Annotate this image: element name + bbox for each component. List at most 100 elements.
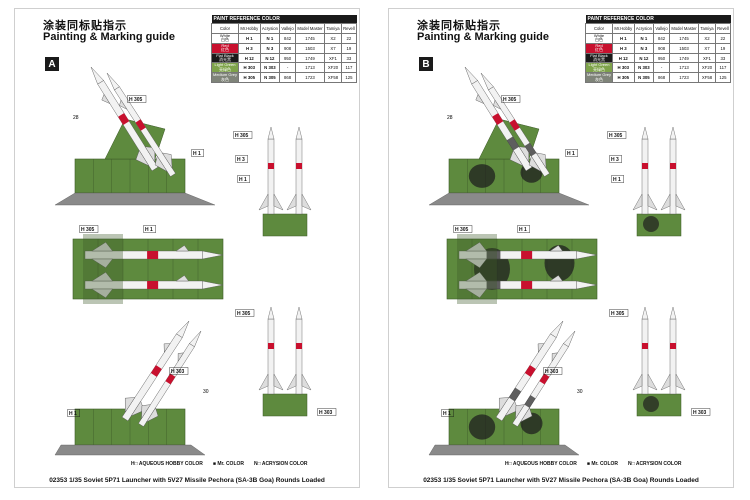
callout-h1: H 1 <box>145 227 153 233</box>
missile-fin <box>518 146 530 163</box>
front-fin <box>258 373 269 391</box>
sheet-b: 涂装同标贴指示 Painting & Marking guide B PAINT… <box>388 8 734 488</box>
color-name: Red <box>595 43 603 48</box>
color-name: Flat Black <box>590 53 608 58</box>
missile-red-band <box>521 281 533 289</box>
front-red-band <box>296 163 302 169</box>
callout-h1: H 1 <box>567 151 575 157</box>
sheet-a: 涂装同标贴指示 Painting & Marking guide A PAINT… <box>14 8 360 488</box>
color-name: Light Green <box>214 62 236 68</box>
callout-h305-box <box>453 225 473 233</box>
callout-h303-box <box>169 367 189 375</box>
callout-h305: H 305 <box>235 133 249 139</box>
missile-canard <box>175 245 189 252</box>
callout-h305: H 305 <box>503 97 517 103</box>
callout-h3: H 3 <box>611 157 619 163</box>
color-name: White <box>593 33 605 38</box>
callout-h305-box <box>609 309 629 317</box>
callout-h1: H 1 <box>69 411 77 417</box>
footer-caption: 02353 1/35 Soviet 5P71 Launcher with 5V2… <box>49 477 325 484</box>
front-missile-nose <box>669 126 677 140</box>
front-missile-body <box>669 138 677 215</box>
missile-red-band <box>118 113 130 125</box>
callout-h303: H 303 <box>545 369 559 375</box>
missile <box>84 241 224 269</box>
missile-fin <box>465 288 488 299</box>
missile-fin <box>135 150 150 167</box>
callout-h305: H 305 <box>609 133 623 139</box>
front-red-band <box>296 343 302 349</box>
missile-red-band <box>509 119 520 131</box>
missile-nose <box>464 66 478 85</box>
color-name-zh: 白色 <box>221 37 229 43</box>
front-fin <box>632 373 643 391</box>
front-fin <box>675 373 686 391</box>
paint-reference-table: PAINT REFERENCE COLOR Color Mr.Hobby Acr… <box>584 15 732 84</box>
missile-nose <box>106 72 120 91</box>
missile-fin <box>528 155 542 172</box>
front-fin <box>273 373 284 391</box>
missile-nose <box>576 250 598 260</box>
missile-fin <box>144 146 156 163</box>
col-header: Model Master <box>294 23 326 34</box>
front-missile-body <box>267 138 275 215</box>
callout-h305-box <box>235 309 255 317</box>
missile-fin <box>125 397 136 413</box>
missile-fin <box>91 288 114 299</box>
missile-nose <box>90 66 104 85</box>
front-red-band <box>268 343 274 349</box>
front-missile-nose <box>669 306 677 320</box>
missile-canard <box>549 275 563 282</box>
missile <box>458 271 598 299</box>
model-master-code: 1723 <box>668 72 700 84</box>
callout-h305-box <box>233 131 253 139</box>
legend-acrysion: N□ ACRYSION COLOR <box>254 461 308 467</box>
front-fin <box>301 373 312 391</box>
paint-reference-table: PAINT REFERENCE COLOR Color Mr.Hobby Acr… <box>210 15 358 84</box>
color-name-zh: 红色 <box>221 47 229 53</box>
front-red-band <box>642 163 648 169</box>
outrigger <box>54 444 206 456</box>
front-missile-nose <box>295 126 303 140</box>
missile <box>495 320 564 422</box>
camo-patch <box>643 396 659 412</box>
callout-h1-box <box>143 225 157 233</box>
front-fin <box>286 373 297 391</box>
color-name: Medium Grey <box>587 72 612 78</box>
front-missile-body <box>669 318 677 395</box>
callout-h305: H 305 <box>237 311 251 317</box>
missile-canard <box>549 245 563 252</box>
missile-fin <box>465 258 488 269</box>
camo-patch <box>486 251 501 259</box>
title-en: Painting & Marking guide <box>417 31 550 43</box>
missile-fin <box>91 258 114 269</box>
missile-canard <box>177 352 184 363</box>
color-name: Light Green <box>588 62 610 68</box>
title-zh: 涂装同标贴指示 <box>417 19 501 32</box>
missile-canard <box>163 343 171 354</box>
front-missile-body <box>295 138 303 215</box>
camo-patch <box>524 142 537 157</box>
missile-red-band <box>147 251 159 259</box>
callout-h3-box <box>235 155 249 163</box>
callout-h303: H 303 <box>319 410 333 416</box>
front-missile-nose <box>641 306 649 320</box>
missile-fin <box>465 241 488 252</box>
front-missile-nose <box>267 306 275 320</box>
color-name-zh: 消光黑 <box>219 57 231 63</box>
legend-mr: ■ Mr. COLOR <box>212 461 244 467</box>
callout-h303-box <box>691 408 711 416</box>
front-fin <box>273 193 284 211</box>
camo-patch <box>486 281 501 289</box>
missile-fin <box>145 407 159 423</box>
missile-canard <box>475 93 485 104</box>
variant-badge: A <box>45 57 59 71</box>
callout-h305-box <box>127 95 147 103</box>
callout-h1-box <box>191 149 205 157</box>
